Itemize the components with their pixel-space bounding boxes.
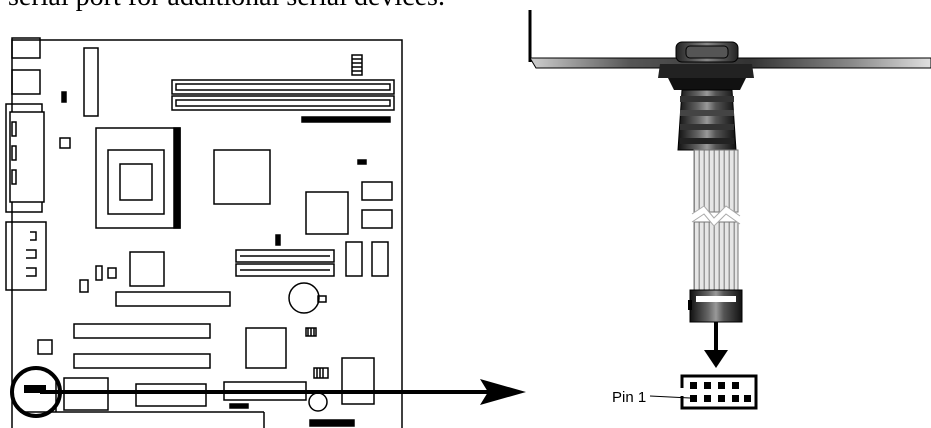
io-port-audio [5, 221, 47, 291]
serial-header-mark [24, 385, 46, 393]
ribbon-cable [691, 149, 741, 297]
pci-slot-3 [73, 353, 211, 369]
pin-header [678, 374, 758, 410]
down-arrow [704, 322, 728, 368]
dimm-slot-1 [171, 79, 395, 95]
agp-slot-2 [235, 263, 335, 277]
serial-cable-molding [677, 89, 737, 151]
io-controller-chip [129, 251, 165, 287]
pin-1 [690, 395, 697, 402]
header-small [351, 54, 363, 76]
chip-lower-1 [245, 327, 287, 369]
header-row-top [301, 116, 391, 123]
chip-lower-2 [341, 357, 375, 405]
vertical-slot-1 [345, 241, 363, 277]
northbridge-chip [213, 149, 271, 205]
serial-bracket [528, 10, 931, 69]
pin-1-label: Pin 1 [612, 389, 646, 406]
dimm-slot-2 [171, 95, 395, 111]
pin1-leader [649, 395, 691, 399]
db9-connector [658, 41, 754, 90]
io-port-usb [11, 69, 41, 95]
io-port-top [11, 37, 41, 59]
vertical-slot-2 [371, 241, 389, 277]
chip-right-2 [361, 209, 393, 229]
vertical-header [83, 47, 99, 117]
pci-slot-1 [115, 291, 231, 307]
motherboard [5, 37, 403, 428]
caption-text: serial port for additional serial device… [8, 0, 445, 14]
southbridge-chip [305, 191, 349, 235]
agp-slot-1 [235, 249, 335, 263]
pointer-arrow [40, 379, 526, 405]
pci-slot-2 [73, 323, 211, 339]
chip-right-1 [361, 181, 393, 201]
idc-plug [688, 289, 743, 323]
cmos-battery [288, 282, 320, 314]
ide-connector-1 [135, 383, 207, 407]
